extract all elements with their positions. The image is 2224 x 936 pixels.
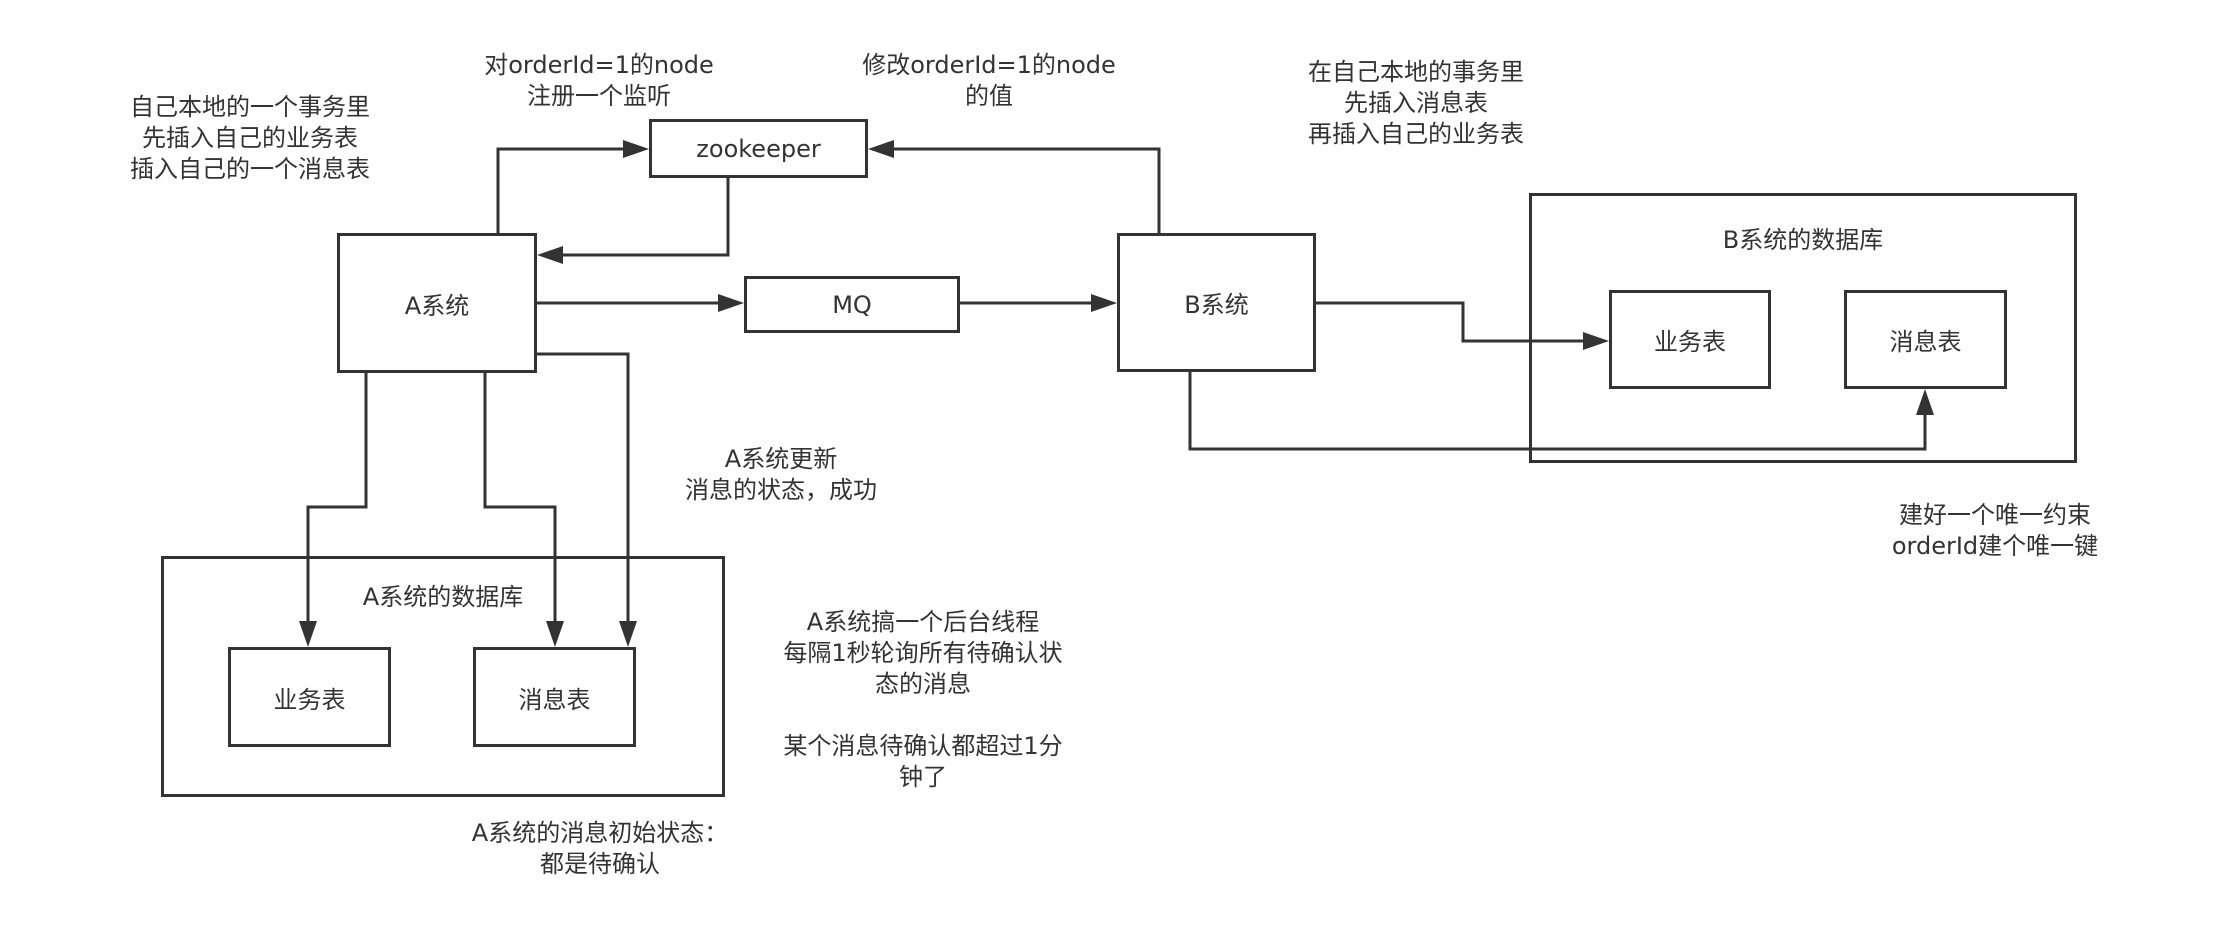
- annotation-a-local-transaction: 自己本地的一个事务里 先插入自己的业务表 插入自己的一个消息表: [130, 93, 370, 183]
- edge-b-to-zookeeper: [887, 147, 1161, 233]
- annotation-modify-node: 修改orderId=1的node 的值: [862, 51, 1116, 110]
- arrowhead-b-to-business-table: [1583, 332, 1609, 350]
- arrowhead-a-to-zookeeper: [623, 140, 649, 158]
- annotation-background-thread: A系统搞一个后台线程 每隔1秒轮询所有待确认状 态的消息 某个消息待确认都超过1…: [783, 608, 1063, 791]
- arrowhead-b-to-zookeeper: [868, 140, 894, 158]
- annotation-initial-status: A系统的消息初始状态： 都是待确认: [471, 819, 729, 878]
- a-system-node: A系统: [337, 233, 537, 373]
- edge-a-to-message-table: [483, 373, 557, 628]
- b-system-node: B系统: [1117, 233, 1316, 372]
- a-business-table: 业务表: [228, 647, 391, 747]
- edge-zookeeper-to-a: [556, 178, 730, 257]
- edge-a-to-zookeeper: [496, 147, 630, 233]
- zookeeper-node: zookeeper: [649, 119, 868, 178]
- annotation-unique-constraint: 建好一个唯一约束 orderId建个唯一键: [1891, 501, 2099, 560]
- arrowhead-a-update-message-status: [619, 621, 637, 647]
- edge-b-to-message-table: [1188, 372, 1927, 451]
- a-message-table: 消息表: [473, 647, 636, 747]
- edge-a-to-business-table: [306, 373, 368, 628]
- annotation-b-local-transaction: 在自己本地的事务里 先插入消息表 再插入自己的业务表: [1308, 58, 1524, 148]
- arrowhead-b-to-message-table: [1916, 389, 1934, 415]
- b-business-table: 业务表: [1609, 290, 1771, 389]
- arrowhead-a-to-business-table: [299, 621, 317, 647]
- arrowhead-a-to-mq: [718, 294, 744, 312]
- annotation-register-listener: 对orderId=1的node 注册一个监听: [484, 51, 714, 110]
- edge-b-to-business-table: [1316, 301, 1590, 343]
- arrowhead-a-to-message-table: [546, 621, 564, 647]
- b-message-table: 消息表: [1844, 290, 2007, 389]
- annotation-a-update-status: A系统更新 消息的状态，成功: [685, 445, 877, 504]
- mq-node: MQ: [744, 276, 960, 333]
- edge-a-update-message-status: [537, 352, 630, 628]
- b-system-database-title: B系统的数据库: [1722, 226, 1884, 254]
- arrowhead-mq-to-b: [1091, 294, 1117, 312]
- a-system-database-title: A系统的数据库: [362, 583, 524, 611]
- arrowhead-zookeeper-to-a: [537, 246, 563, 264]
